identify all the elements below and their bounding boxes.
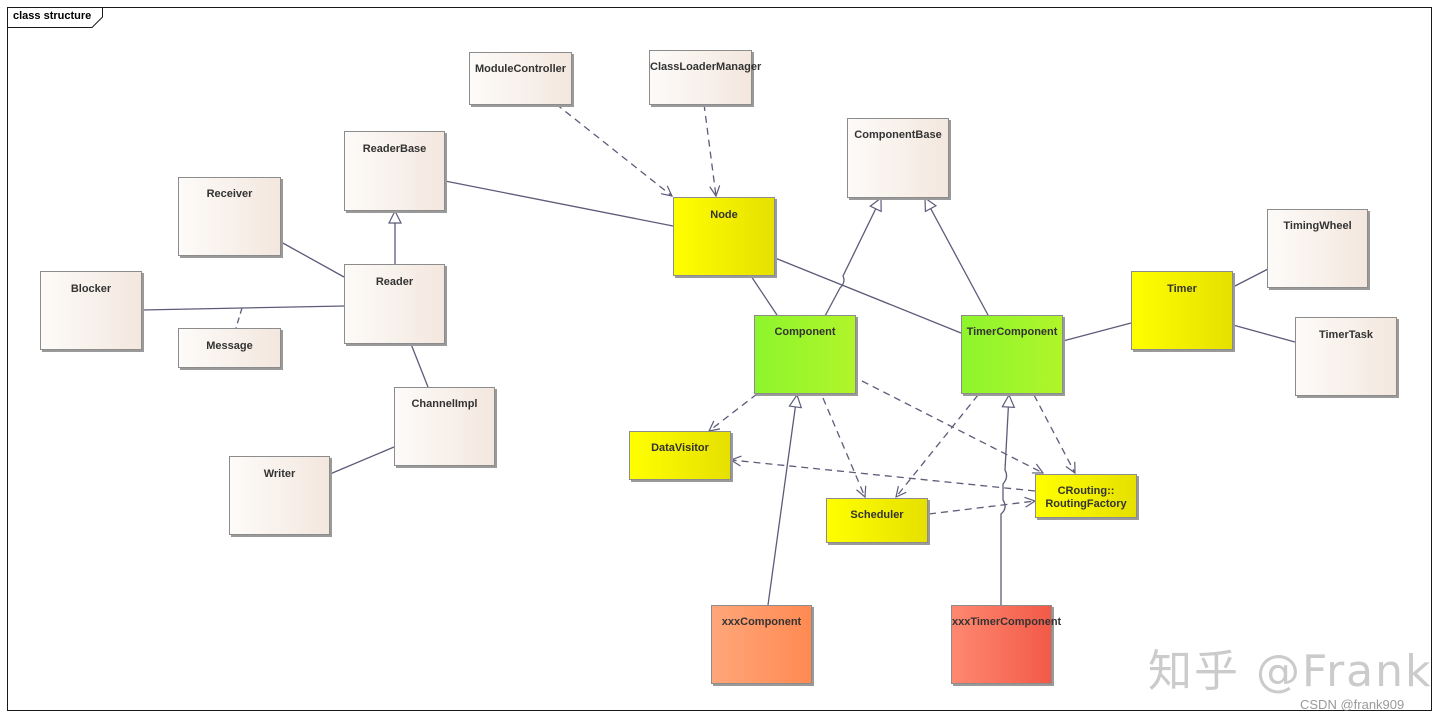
dependency-component-datavisitor: [709, 393, 758, 431]
dependency-timercomponent-scheduler: [896, 394, 979, 497]
association-timer-timingwheel: [1232, 268, 1269, 288]
class-reader-base[interactable]: ReaderBase: [344, 131, 445, 211]
class-name: ChannelImpl: [411, 398, 478, 410]
class-node[interactable]: Node: [673, 197, 775, 276]
association-timer-timertask: [1232, 324, 1296, 343]
generalization-timercomponent-componentbase: [925, 198, 989, 316]
association-reader-channelimpl: [410, 343, 429, 388]
class-routing-factory[interactable]: CRouting:: RoutingFactory: [1035, 474, 1137, 518]
class-name: ModuleController: [474, 63, 567, 75]
class-name: Reader: [375, 276, 414, 288]
association-readerbase-node: [444, 180, 674, 227]
class-name: Receiver: [206, 188, 253, 200]
generalization-xxxcomponent-component: [767, 395, 797, 606]
class-timer-task[interactable]: TimerTask: [1295, 317, 1397, 396]
dependency-routingfactory-datavisitor: [731, 460, 1036, 492]
class-timing-wheel[interactable]: TimingWheel: [1267, 209, 1368, 288]
class-name: Scheduler: [850, 509, 904, 521]
class-channel-impl[interactable]: ChannelImpl: [394, 387, 495, 466]
class-scheduler[interactable]: Scheduler: [826, 498, 928, 543]
class-receiver[interactable]: Receiver: [178, 177, 281, 256]
frame-tab: [7, 7, 103, 28]
generalization-component-componentbase: [824, 198, 881, 317]
class-component[interactable]: Component: [754, 315, 856, 394]
dependency-scheduler-routingfactory: [928, 501, 1035, 515]
dependency-classloadermanager-node: [703, 103, 716, 196]
class-data-visitor[interactable]: DataVisitor: [629, 431, 731, 480]
class-blocker[interactable]: Blocker: [40, 271, 142, 350]
class-name: xxxComponent: [721, 616, 802, 628]
class-component-base[interactable]: ComponentBase: [847, 118, 949, 198]
class-timer[interactable]: Timer: [1131, 271, 1233, 350]
class-xxx-timer-component[interactable]: xxxTimerComponent: [951, 605, 1062, 684]
class-name: Writer: [263, 468, 296, 480]
generalization-xxxtimercomponent-timercomponent: [1000, 395, 1009, 605]
class-name: CRouting:: RoutingFactory: [1045, 485, 1127, 510]
class-reader[interactable]: Reader: [344, 264, 445, 344]
class-name: TimerComponent: [966, 326, 1058, 338]
association-blocker-reader: [141, 305, 345, 311]
dependency-modulecontroller-node: [555, 103, 672, 196]
class-timer-component[interactable]: TimerComponent: [961, 315, 1063, 394]
dependency-component-scheduler: [822, 397, 865, 497]
association-node-timercomponent: [774, 257, 962, 334]
class-xxx-component[interactable]: xxxComponent: [711, 605, 812, 684]
class-name: xxxTimerComponent: [952, 616, 1062, 628]
class-name: ComponentBase: [854, 129, 942, 141]
class-class-loader-manager[interactable]: ClassLoaderManager: [649, 50, 762, 105]
class-name: ClassLoaderManager: [650, 61, 762, 73]
class-name: Blocker: [70, 283, 112, 295]
class-writer[interactable]: Writer: [229, 456, 330, 535]
class-name: Component: [774, 326, 836, 338]
frame-title: class structure: [13, 10, 92, 22]
class-message[interactable]: Message: [178, 328, 281, 368]
zhihu-watermark: 知乎 @Frank: [1148, 646, 1433, 697]
csdn-watermark: CSDN @frank909: [1300, 697, 1405, 712]
class-name: ReaderBase: [362, 143, 427, 155]
association-class-message: [235, 307, 243, 329]
class-name: TimingWheel: [1283, 220, 1352, 232]
association-node-component: [750, 275, 778, 316]
association-timercomponent-timer: [1062, 322, 1132, 342]
class-name: TimerTask: [1318, 329, 1373, 341]
class-name: DataVisitor: [651, 442, 709, 454]
association-writer-channelimpl: [329, 446, 395, 475]
association-receiver-reader: [280, 241, 345, 278]
diagram-frame: [7, 7, 1432, 711]
class-name: Node: [710, 209, 738, 221]
class-module-controller[interactable]: ModuleController: [469, 52, 572, 105]
dependency-timercomponent-routingfactory: [1033, 394, 1075, 473]
class-name: Message: [206, 340, 253, 352]
class-name: Timer: [1167, 283, 1197, 295]
